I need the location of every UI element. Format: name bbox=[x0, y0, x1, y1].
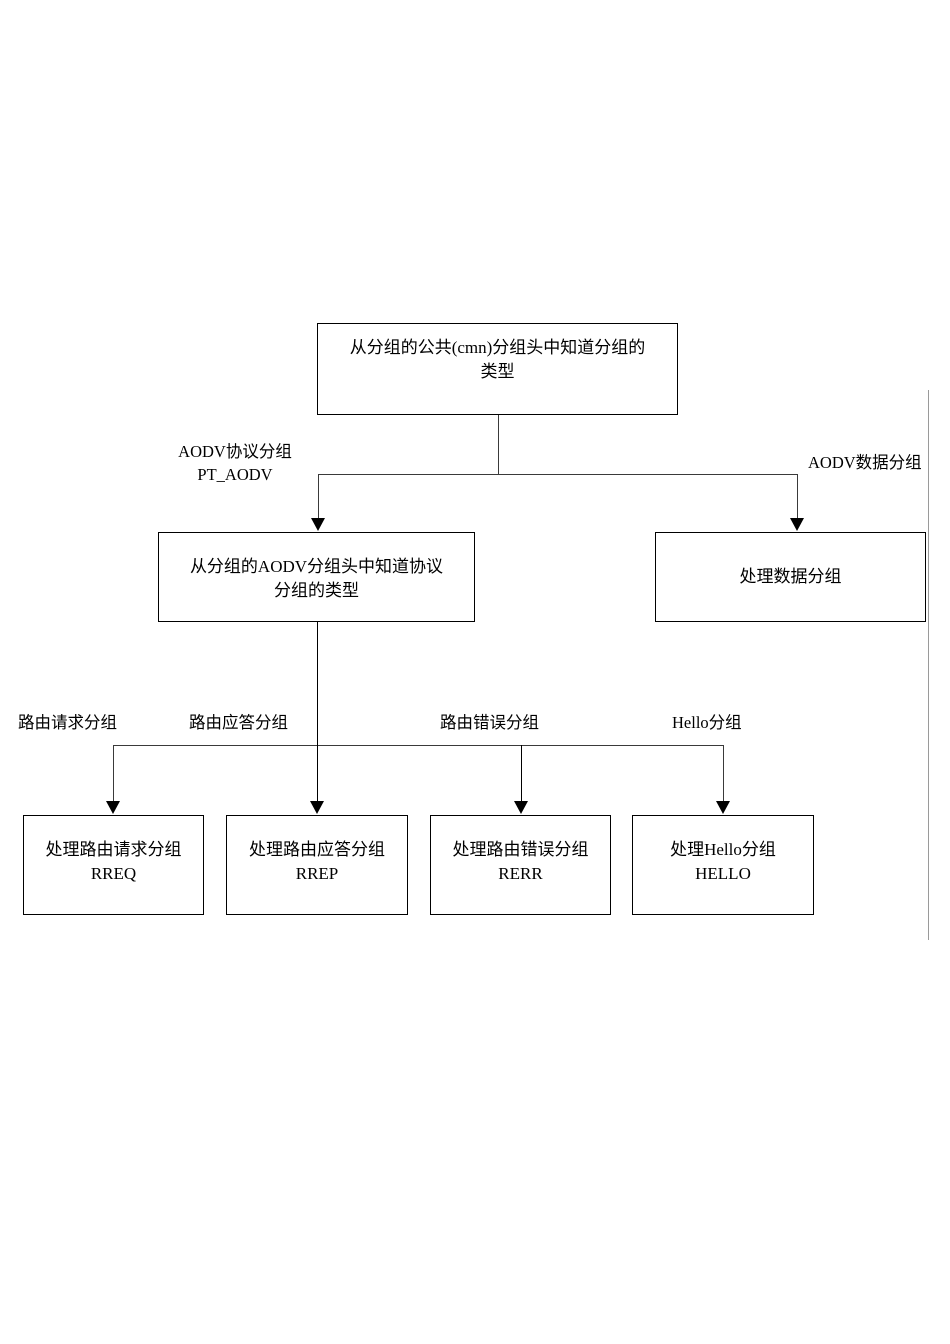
edge-label-route-error-packet: 路由错误分组 bbox=[440, 713, 539, 732]
node-process-rerr-label: 处理路由错误分组 RERR bbox=[452, 840, 589, 884]
edge-stem-level1 bbox=[498, 415, 499, 474]
edge-drop-rrep bbox=[317, 745, 318, 803]
node-process-hello-label: 处理Hello分组 HELLO bbox=[670, 840, 776, 884]
arrowhead-rreq bbox=[106, 801, 120, 814]
page-margin-rule bbox=[928, 390, 929, 940]
node-process-rrep-label: 处理路由应答分组 RREP bbox=[249, 840, 385, 884]
node-classify-common-header-label: 从分组的公共(cmn)分组头中知道分组的 类型 bbox=[349, 338, 646, 382]
arrowhead-rerr bbox=[514, 801, 528, 814]
edge-drop-aodv-protocol bbox=[318, 474, 319, 520]
node-process-rreq[interactable]: 处理路由请求分组 RREQ bbox=[23, 815, 204, 915]
node-process-data-packet[interactable]: 处理数据分组 bbox=[655, 532, 926, 622]
edge-drop-hello bbox=[723, 745, 724, 803]
edge-label-hello-packet: Hello分组 bbox=[672, 713, 742, 732]
node-process-data-packet-label: 处理数据分组 bbox=[739, 566, 842, 586]
arrowhead-aodv-protocol bbox=[311, 518, 325, 531]
node-classify-aodv-header[interactable]: 从分组的AODV分组头中知道协议 分组的类型 bbox=[158, 532, 475, 622]
node-classify-common-header[interactable]: 从分组的公共(cmn)分组头中知道分组的 类型 bbox=[317, 323, 678, 415]
node-process-hello[interactable]: 处理Hello分组 HELLO bbox=[632, 815, 814, 915]
arrowhead-aodv-data bbox=[790, 518, 804, 531]
arrowhead-hello bbox=[716, 801, 730, 814]
edge-label-aodv-protocol-packet: AODV协议分组 PT_AODV bbox=[178, 442, 292, 485]
node-classify-aodv-header-label: 从分组的AODV分组头中知道协议 分组的类型 bbox=[189, 557, 444, 601]
edge-drop-rreq bbox=[113, 745, 114, 803]
edge-label-route-request-packet: 路由请求分组 bbox=[18, 713, 117, 732]
edge-label-aodv-data-packet: AODV数据分组 bbox=[808, 453, 922, 472]
edge-bus-level1 bbox=[318, 474, 798, 475]
node-process-rreq-label: 处理路由请求分组 RREQ bbox=[45, 840, 182, 884]
edge-drop-aodv-data bbox=[797, 474, 798, 520]
edge-label-route-reply-packet: 路由应答分组 bbox=[189, 713, 288, 732]
node-process-rrep[interactable]: 处理路由应答分组 RREP bbox=[226, 815, 408, 915]
edge-stem-level2 bbox=[317, 622, 318, 745]
arrowhead-rrep bbox=[310, 801, 324, 814]
edge-bus-level2 bbox=[113, 745, 724, 746]
node-process-rerr[interactable]: 处理路由错误分组 RERR bbox=[430, 815, 611, 915]
edge-drop-rerr bbox=[521, 745, 522, 803]
